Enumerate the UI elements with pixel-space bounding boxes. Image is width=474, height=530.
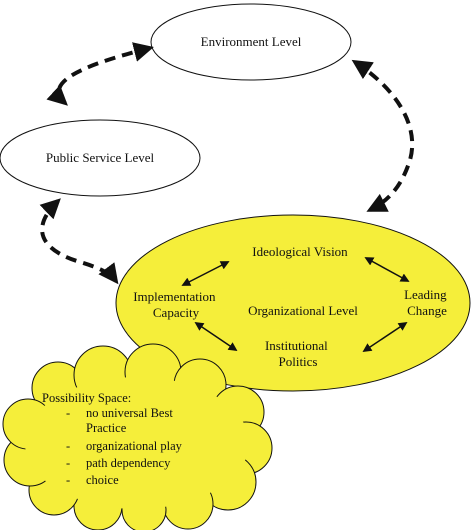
possibility-item-text: choice bbox=[86, 473, 119, 487]
capacity-vision-arrow bbox=[181, 261, 230, 286]
possibility-item-bullet: - bbox=[66, 439, 70, 453]
env-public-dashed-arrow bbox=[46, 42, 154, 106]
environment-level-node: Environment Level bbox=[150, 3, 352, 81]
implementation-capacity-line-2: Capacity bbox=[153, 305, 200, 320]
possibility-item-text: path dependency bbox=[86, 456, 171, 470]
capacity-politics-arrow bbox=[194, 321, 238, 352]
institutional-politics-label: Institutional Politics bbox=[265, 338, 331, 369]
ideological-vision-label: Ideological Vision bbox=[252, 244, 348, 259]
implementation-capacity-label: Implementation Capacity bbox=[133, 289, 219, 320]
leading-change-line-1: Leading bbox=[404, 287, 447, 302]
possibility-space-cloud: Possibility Space: - no universal Best P… bbox=[2, 343, 273, 530]
leading-change-line-2: Change bbox=[407, 303, 447, 318]
environment-level-label: Environment Level bbox=[201, 34, 302, 49]
institutional-politics-line-1: Institutional bbox=[265, 338, 328, 353]
possibility-space-title: Possibility Space: bbox=[42, 391, 131, 405]
env-org-dashed-arrow bbox=[351, 59, 415, 212]
possibility-item-text-continued: Practice bbox=[86, 421, 127, 435]
possibility-item-bullet: - bbox=[66, 473, 70, 487]
leading-change-label: Leading Change bbox=[404, 287, 450, 318]
environment-level-ellipse bbox=[150, 3, 352, 81]
public-service-level-node: Public Service Level bbox=[0, 119, 201, 197]
institutional-politics-line-2: Politics bbox=[278, 354, 317, 369]
implementation-capacity-line-1: Implementation bbox=[133, 289, 216, 304]
politics-change-arrow bbox=[362, 322, 408, 352]
public-service-level-ellipse bbox=[0, 119, 201, 197]
possibility-item-bullet: - bbox=[66, 406, 70, 420]
possibility-item-text: organizational play bbox=[86, 439, 183, 453]
organizational-level-center-label: Organizational Level bbox=[248, 303, 358, 318]
possibility-item-text: no universal Best bbox=[86, 406, 173, 420]
public-org-dashed-arrow bbox=[39, 198, 119, 285]
vision-change-arrow bbox=[364, 257, 410, 282]
organizational-level-node: Ideological Vision Implementation Capaci… bbox=[115, 214, 471, 392]
possibility-item-bullet: - bbox=[66, 456, 70, 470]
public-service-level-label: Public Service Level bbox=[46, 150, 155, 165]
